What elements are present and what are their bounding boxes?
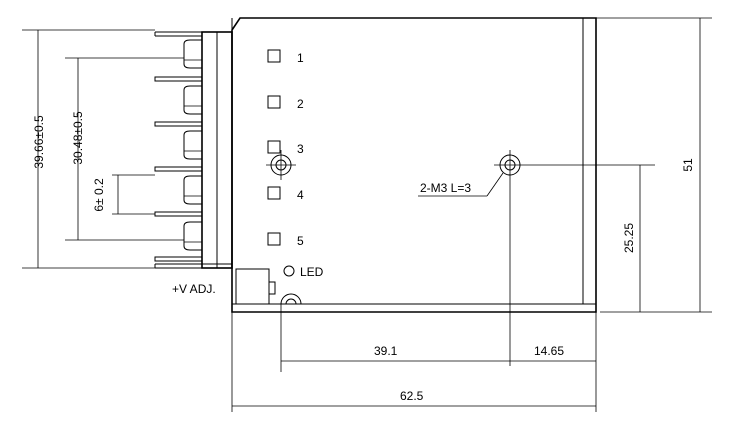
mounting-hole-right: [494, 150, 526, 182]
terminal-label-3: 3: [297, 142, 304, 156]
mounting-hole-left: [266, 150, 296, 180]
mounting-hole-bottom: [280, 293, 302, 305]
terminal-label-5: 5: [297, 234, 304, 248]
terminal-marker-5: [267, 232, 281, 246]
terminal-marker-4: [267, 186, 281, 200]
terminal-block: [154, 31, 233, 269]
terminal-label-4: 4: [297, 188, 304, 202]
terminal-screw-5: [154, 221, 203, 262]
case-height-label: 51: [681, 158, 695, 172]
dimension-terminal-pitch: 6± 0.2: [92, 174, 155, 215]
dimension-hole-height: 25.25: [526, 164, 655, 312]
terminal-screw-2: [154, 85, 203, 127]
terminal-pitch-label: 6± 0.2: [92, 178, 106, 212]
dimension-case-length: 62.5: [231, 312, 596, 412]
hole-from-left-label: 39.1: [374, 344, 398, 358]
terminal-marker-2: [267, 95, 281, 109]
terminal-marker-1: [267, 49, 281, 63]
dimension-overall-height: 39.66±0.5: [22, 29, 155, 269]
v-adj-label: +V ADJ.: [172, 282, 216, 296]
hole-from-right-label: 14.65: [534, 344, 564, 358]
mounting-hole-label: 2-M3 L=3: [420, 181, 471, 195]
terminal-marker-3: [267, 140, 281, 154]
led-icon: [283, 265, 295, 277]
hole-height-label: 25.25: [622, 223, 636, 253]
terminal-label-1: 1: [297, 51, 304, 65]
case-length-label: 62.5: [400, 389, 424, 403]
v-adj-potentiometer: +V ADJ.: [172, 268, 276, 305]
terminal-span-label: 30.48±0.5: [71, 111, 85, 165]
dimension-hole-positions: 39.1 14.65: [280, 182, 597, 412]
terminal-screw-3: [154, 130, 203, 172]
led-indicator: LED: [283, 265, 324, 279]
dimension-terminal-span: 30.48±0.5: [65, 57, 184, 241]
terminal-label-2: 2: [297, 97, 304, 111]
dimension-case-height: 51: [596, 17, 712, 313]
terminal-screw-1: [154, 39, 203, 82]
terminal-labels: 1 2 3 4 5: [267, 49, 304, 248]
mounting-hole-callout: 2-M3 L=3: [418, 172, 504, 197]
terminal-screw-4: [154, 175, 203, 217]
overall-height-label: 39.66±0.5: [32, 115, 46, 169]
led-label: LED: [300, 265, 324, 279]
